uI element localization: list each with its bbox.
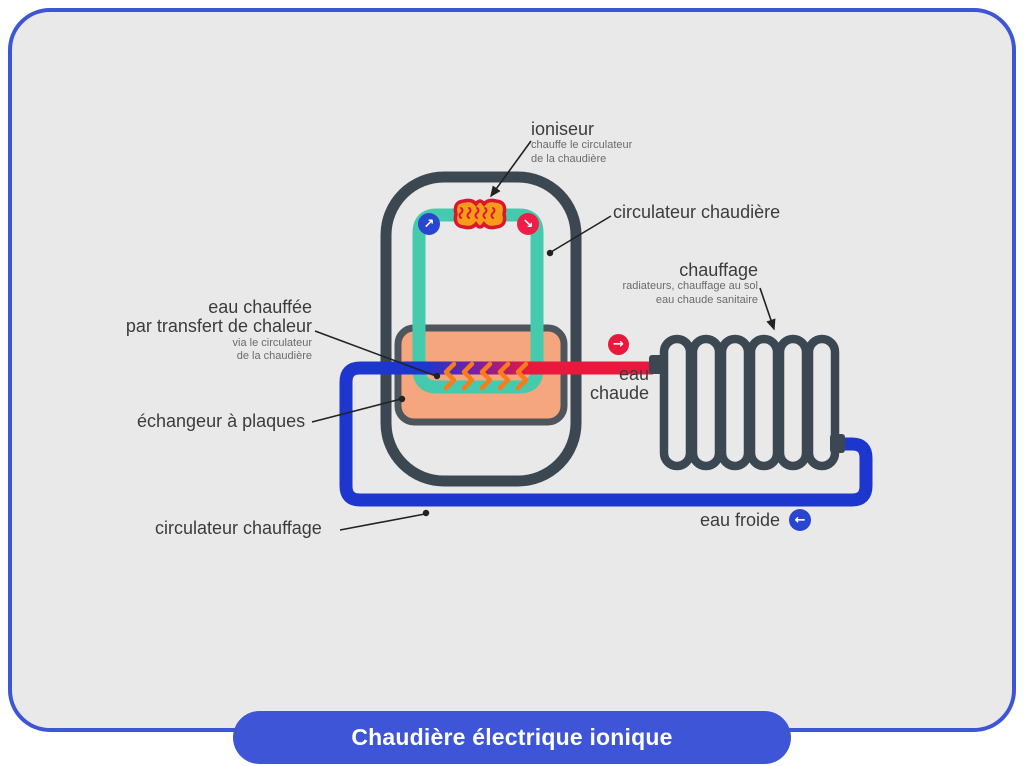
diagram-title: Chaudière électrique ionique [233, 711, 791, 764]
radiator [659, 334, 840, 471]
eau-chaude-line2: chaude [589, 383, 649, 404]
down-right-arrow-icon: ↘ [522, 216, 534, 232]
leader-chauffage [759, 287, 776, 331]
leader-echangeur [311, 398, 402, 423]
plate-heat-exchanger [394, 324, 568, 426]
cold-water-flow-icon: ← [789, 509, 812, 531]
chauffage-title: chauffage [679, 260, 758, 280]
eau-chauffee-line1: eau chauffée [208, 297, 312, 317]
eau-froide-label: eau froide ← [700, 509, 812, 531]
ioniseur-sub2: de la chaudière [531, 152, 607, 165]
eau-chaude-label: eau chaude [589, 364, 649, 404]
hot-water-flow-icon: → [608, 334, 629, 355]
radiator-inlet-connector [649, 355, 664, 374]
leader-circulateur-chaudiere [550, 215, 612, 253]
chauffage-sub1: radiateurs, chauffage au sol [622, 280, 758, 293]
circulateur-chauffage-label: circulateur chauffage [155, 518, 322, 538]
up-right-arrow-icon: ↗ [423, 216, 435, 232]
leader-eau-chauffee [314, 330, 437, 377]
radiator-outlet-connector [830, 434, 845, 453]
right-arrow-icon: → [613, 337, 624, 352]
eau-chaude-line1: eau [618, 364, 649, 384]
eau-chauffee-sub2: de la chaudière [236, 350, 312, 363]
eau-chauffee-line2: par transfert de chaleur [125, 316, 312, 337]
eau-chauffee-label: eau chauffée par transfert de chaleur vi… [125, 297, 312, 363]
boiler-supply-flow-icon: ↗ [418, 213, 440, 235]
ioniseur-sub1: chauffe le circulateur [531, 139, 633, 152]
ioniseur-element [453, 198, 507, 230]
ioniseur-sparks-icon [458, 207, 496, 219]
chauffage-label: chauffage radiateurs, chauffage au sol e… [622, 260, 758, 307]
leader-circulateur-chauffage [339, 513, 426, 531]
boiler-outline [380, 171, 582, 487]
leader-ioniseur [490, 140, 532, 198]
chauffage-sub2: eau chaude sanitaire [655, 293, 758, 306]
circulateur-chaudiere-label: circulateur chaudière [613, 202, 781, 222]
echangeur-label: échangeur à plaques [137, 411, 306, 431]
leader-lines [311, 140, 776, 531]
diagram-title-text: Chaudière électrique ionique [351, 724, 673, 750]
heat-waves-icon [443, 361, 529, 391]
left-arrow-icon: ← [794, 512, 806, 528]
ioniseur-label: ioniseur chauffe le circulateur de la ch… [531, 119, 633, 166]
eau-chauffee-sub1: via le circulateur [232, 336, 312, 349]
heating-circulator-pipe [339, 361, 873, 507]
boiler-return-flow-icon: ↘ [517, 213, 539, 235]
ioniseur-title: ioniseur [531, 119, 595, 139]
